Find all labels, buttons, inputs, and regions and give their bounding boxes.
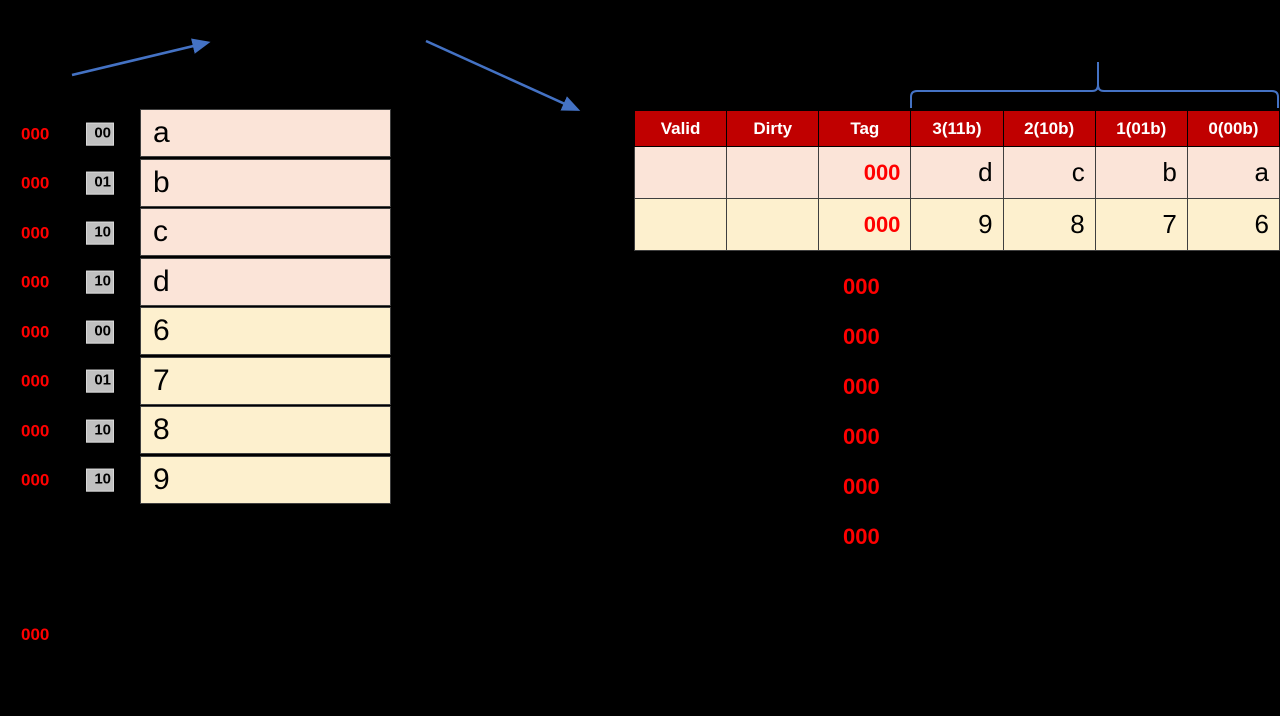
memory-row-value: a [140, 109, 391, 157]
memory-row-value: 7 [140, 356, 391, 405]
memory-row-address: 000 [21, 173, 50, 193]
column-header-word-3: 3(11b) [910, 110, 1004, 147]
memory-row: 000 10 c [0, 208, 420, 258]
arrow-down-right-icon [425, 39, 581, 111]
cache-cell-word-1: b [1094, 146, 1188, 199]
memory-row: 000 10 8 [0, 406, 420, 456]
memory-row-offset-badge: 00 [86, 320, 114, 344]
memory-row-address: 000 [21, 322, 50, 342]
cache-cell-word-0: a [1186, 146, 1280, 199]
memory-row-offset-badge: 00 [86, 122, 114, 146]
memory-row-offset-badge: 10 [86, 221, 114, 245]
column-header-word-0: 0(00b) [1186, 110, 1280, 147]
tag-column-item: 000 [843, 274, 880, 299]
cache-cell-valid [633, 146, 728, 199]
memory-row-address: 000 [21, 124, 50, 144]
memory-row-address: 000 [21, 371, 50, 391]
memory-row-value: c [140, 208, 391, 256]
tag-column-item: 000 [843, 424, 880, 449]
cache-cell-word-3: 9 [910, 198, 1004, 251]
column-header-tag: Tag [818, 110, 912, 147]
memory-row-offset-badge: 10 [86, 419, 114, 443]
memory-row: 000 10 9 [0, 455, 420, 506]
memory-row-address: 000 [21, 470, 50, 490]
memory-row: 000 10 d [0, 257, 420, 308]
cache-cell-word-1: 7 [1094, 198, 1188, 251]
memory-row: 000 01 b [0, 158, 420, 209]
cache-cell-word-2: c [1002, 146, 1096, 199]
cache-cell-word-3: d [910, 146, 1004, 199]
memory-row-address: 000 [21, 421, 50, 441]
tag-column-item: 000 [843, 374, 880, 399]
memory-row-address: 000 [21, 272, 50, 292]
memory-row-offset-badge: 10 [86, 270, 114, 294]
tag-column: 000 000 000 000 000 000 [843, 262, 963, 562]
memory-row-value: d [140, 257, 391, 306]
memory-row-offset-badge: 01 [86, 171, 114, 195]
tag-column-item: 000 [843, 324, 880, 349]
memory-row-value: 6 [140, 307, 391, 355]
memory-row-address: 000 [21, 223, 50, 243]
cache-cell-valid [633, 198, 728, 251]
tag-column-item: 000 [843, 474, 880, 499]
cache-cell-word-0: 6 [1186, 198, 1280, 251]
cache-table-header-row: Valid Dirty Tag 3(11b) 2(10b) 1(01b) 0(0… [633, 110, 1280, 147]
memory-row-value: 9 [140, 455, 391, 504]
memory-row-value: b [140, 158, 391, 207]
memory-row-offset-badge: 01 [86, 369, 114, 393]
curly-brace-icon [910, 84, 1279, 108]
cache-cell-tag: 000 [818, 146, 912, 199]
cache-table: Valid Dirty Tag 3(11b) 2(10b) 1(01b) 0(0… [633, 110, 1280, 251]
memory-row-value: 8 [140, 406, 391, 454]
cache-cell-dirty [726, 198, 820, 251]
cache-cell-dirty [726, 146, 820, 199]
column-header-word-1: 1(01b) [1094, 110, 1188, 147]
tag-column-item: 000 [843, 524, 880, 549]
cache-cell-word-2: 8 [1002, 198, 1096, 251]
column-header-word-2: 2(10b) [1002, 110, 1096, 147]
memory-row-offset-badge: 10 [86, 468, 114, 492]
cache-cell-tag: 000 [818, 198, 912, 251]
memory-row: 000 01 7 [0, 356, 420, 407]
stray-address-label: 000 [21, 625, 50, 644]
column-header-dirty: Dirty [726, 110, 820, 147]
column-header-valid: Valid [633, 110, 728, 147]
